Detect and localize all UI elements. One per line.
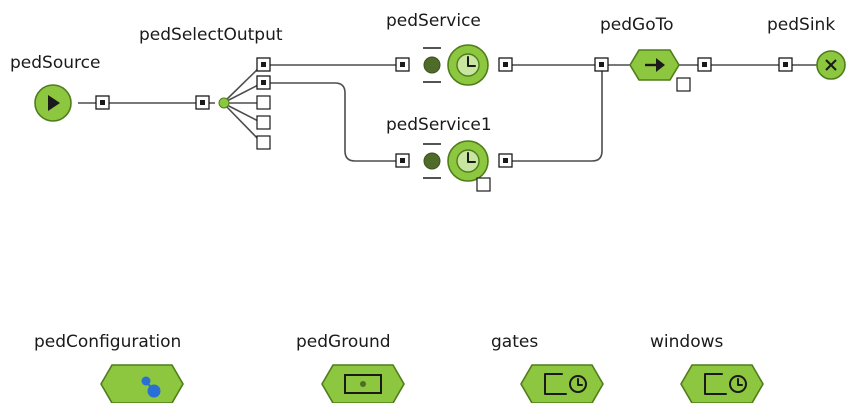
pedSource-label: pedSource [10,53,100,73]
block-pedSource[interactable]: pedSource [10,53,110,122]
play-icon [48,95,60,111]
pedSelectOutput-out-port-1[interactable] [256,57,271,72]
pedConfiguration-label: pedConfiguration [34,332,181,352]
clock-icon [456,53,480,77]
markup-windows[interactable]: windows [650,332,764,403]
pedService-label: pedService [386,11,481,31]
pedSelectOutput-out-port-2[interactable] [256,75,271,90]
pedGround-label: pedGround [296,332,391,352]
pedGoTo-out-port[interactable] [697,57,712,72]
pedSelectOutput-out-port-5[interactable] [256,135,271,150]
pedService1-label: pedService1 [386,115,492,135]
pedService-out-port[interactable] [498,57,513,72]
block-pedSelectOutput[interactable]: pedSelectOutput [139,25,283,150]
pedSelectOutput-in-port[interactable] [195,95,210,110]
pedSink-in-port[interactable] [778,57,793,72]
pedService1-out-port[interactable] [498,153,513,168]
block-pedService[interactable]: pedService [386,11,513,86]
connectors [78,64,818,162]
windows-body[interactable] [680,364,764,403]
pedGoTo-extra-port[interactable] [676,77,691,92]
molecule-icon [141,376,161,398]
block-pedService1[interactable]: pedService1 [386,115,513,192]
markup-pedGround[interactable]: pedGround [296,332,405,403]
pedSink-label: pedSink [767,15,835,35]
queue-dot [423,152,441,170]
gates-body[interactable] [520,364,604,403]
markup-pedConfiguration[interactable]: pedConfiguration [34,332,184,403]
pedGoTo-label: pedGoTo [600,15,674,35]
pedService1-in-port[interactable] [395,153,410,168]
block-pedGoTo[interactable]: pedGoTo [594,15,712,92]
gates-label: gates [491,332,538,352]
connector-service1-goto[interactable] [512,65,603,162]
pedConfiguration-body[interactable] [100,364,184,403]
ground-rect-icon [344,374,382,394]
connector-select-service1[interactable] [270,82,396,162]
pedSelectOutput-out-port-3[interactable] [256,95,271,110]
block-pedSink[interactable]: pedSink [767,15,846,80]
queue-dot [423,56,441,74]
windows-label: windows [650,332,723,352]
branch-dot-icon [218,97,230,109]
close-icon [825,59,837,71]
clock-icon [456,149,480,173]
schedule-clock-icon [704,373,747,395]
pedService-in-port[interactable] [395,57,410,72]
markup-gates[interactable]: gates [491,332,604,403]
schedule-clock-icon [544,373,587,395]
pedService1-extra-port[interactable] [476,177,491,192]
pedSource-out-port[interactable] [95,95,110,110]
pedGoTo-in-port[interactable] [594,57,609,72]
pedSelectOutput-out-port-4[interactable] [256,115,271,130]
arrow-right-icon [645,58,665,72]
pedSelectOutput-label: pedSelectOutput [139,25,283,45]
